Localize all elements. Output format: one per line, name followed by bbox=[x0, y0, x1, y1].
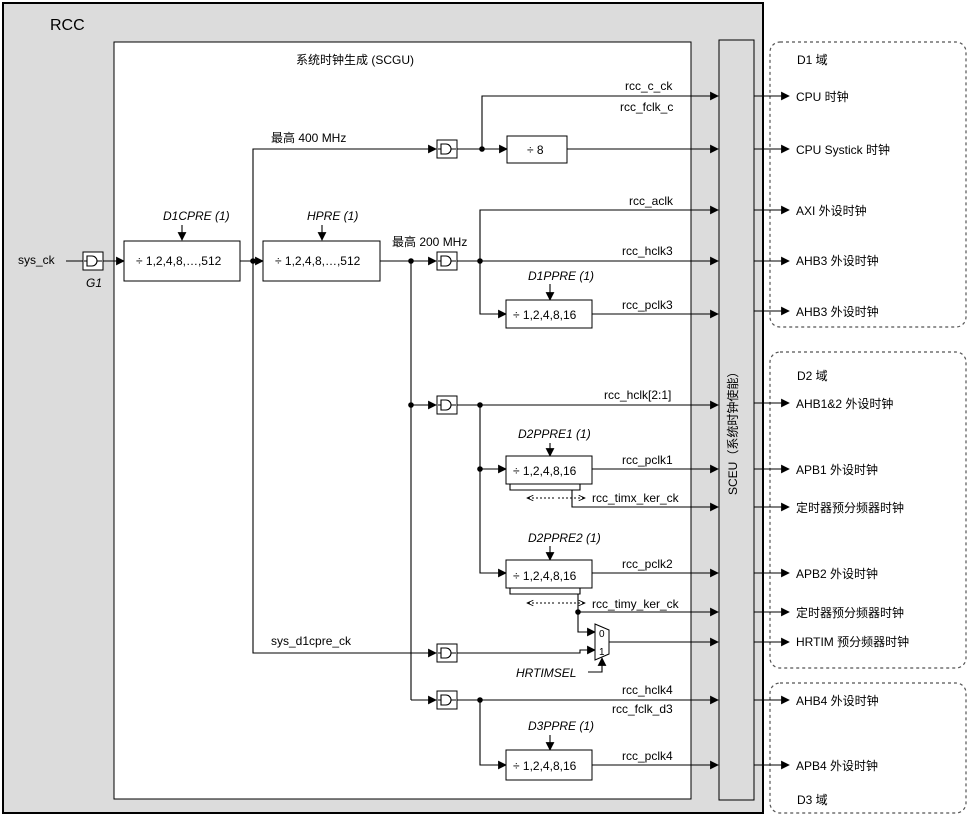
g1-label: G1 bbox=[86, 276, 102, 290]
rcc-pclk4-label: rcc_pclk4 bbox=[622, 749, 673, 763]
clock-gate-cpu bbox=[436, 139, 458, 159]
output-axi: AXI 外设时钟 bbox=[796, 203, 867, 218]
div8-text: ÷ 8 bbox=[527, 143, 544, 157]
d3ppre-divider-text: ÷ 1,2,4,8,16 bbox=[513, 759, 577, 773]
d2ppre2-divider bbox=[505, 559, 593, 589]
mux-input-1: 1 bbox=[599, 647, 605, 658]
sys-ck-label: sys_ck bbox=[18, 253, 56, 267]
d2-domain-frame bbox=[769, 351, 967, 669]
hpre-divider bbox=[262, 240, 381, 282]
output-hrtim: HRTIM 预分频器时钟 bbox=[796, 634, 909, 649]
rcc-aclk-label: rcc_aclk bbox=[629, 194, 674, 208]
d2ppre2-label: D2PPRE2 (1) bbox=[528, 531, 601, 545]
output-apb4: APB4 外设时钟 bbox=[796, 758, 878, 773]
d3ppre-label: D3PPRE (1) bbox=[528, 719, 594, 733]
rcc-c-ck-label: rcc_c_ck bbox=[625, 79, 673, 93]
sceu-label: SCEU（系统时钟使能） bbox=[725, 366, 740, 495]
mux-input-0: 0 bbox=[599, 629, 605, 640]
output-ahb3-a: AHB3 外设时钟 bbox=[796, 253, 879, 268]
max-200mhz-label: 最高 200 MHz bbox=[392, 234, 467, 249]
rcc-hclk21-label: rcc_hclk[2:1] bbox=[604, 388, 671, 402]
clock-gate-hrtim bbox=[436, 643, 458, 663]
d1cpre-label: D1CPRE (1) bbox=[163, 209, 230, 223]
d2-domain-label: D2 域 bbox=[797, 369, 828, 383]
output-ahb4: AHB4 外设时钟 bbox=[796, 693, 879, 708]
d2ppre2-divider-text: ÷ 1,2,4,8,16 bbox=[513, 569, 577, 583]
hrtimsel-label: HRTIMSEL bbox=[516, 666, 576, 680]
d1cpre-divider-text: ÷ 1,2,4,8,…,512 bbox=[136, 254, 222, 268]
rcc-hclk4-label: rcc_hclk4 bbox=[622, 683, 673, 697]
clock-gate-d3 bbox=[436, 690, 458, 710]
hrtim-mux bbox=[594, 623, 610, 661]
output-tim-prescaler-2: 定时器预分频器时钟 bbox=[796, 605, 904, 620]
div8-divider bbox=[506, 135, 568, 164]
rcc-timy-label: rcc_timy_ker_ck bbox=[592, 597, 680, 611]
clock-gate-d1 bbox=[436, 251, 458, 271]
d3ppre-divider bbox=[505, 749, 593, 781]
sys-d1cpre-ck-label: sys_d1cpre_ck bbox=[271, 634, 352, 648]
output-ahb3-b: AHB3 外设时钟 bbox=[796, 304, 879, 319]
output-ahb12: AHB1&2 外设时钟 bbox=[796, 396, 893, 411]
rcc-pclk3-label: rcc_pclk3 bbox=[622, 298, 673, 312]
scgu-block bbox=[113, 41, 692, 800]
max-400mhz-label: 最高 400 MHz bbox=[271, 130, 346, 145]
rcc-pclk1-label: rcc_pclk1 bbox=[622, 453, 673, 467]
rcc-timx-label: rcc_timx_ker_ck bbox=[592, 491, 680, 505]
output-apb2: APB2 外设时钟 bbox=[796, 566, 878, 581]
output-tim-prescaler-1: 定时器预分频器时钟 bbox=[796, 500, 904, 515]
rcc-title: RCC bbox=[50, 17, 85, 34]
d1cpre-divider bbox=[123, 240, 241, 282]
rcc-pclk2-label: rcc_pclk2 bbox=[622, 557, 673, 571]
clock-gate-d2 bbox=[436, 395, 458, 415]
output-cpu: CPU 时钟 bbox=[796, 89, 849, 104]
sceu-block bbox=[718, 39, 755, 801]
hpre-label: HPRE (1) bbox=[307, 209, 358, 223]
output-systick: CPU Systick 时钟 bbox=[796, 142, 890, 157]
d2ppre1-label: D2PPRE1 (1) bbox=[518, 427, 591, 441]
clock-gate-g1 bbox=[82, 251, 104, 271]
rcc-fclk-d3-label: rcc_fclk_d3 bbox=[612, 702, 673, 716]
d3-domain-frame bbox=[769, 682, 967, 814]
rcc-hclk3-label: rcc_hclk3 bbox=[622, 244, 673, 258]
rcc-fclk-c-label: rcc_fclk_c bbox=[620, 100, 673, 114]
hpre-divider-text: ÷ 1,2,4,8,…,512 bbox=[275, 254, 361, 268]
d2ppre1-divider bbox=[505, 455, 593, 485]
d2ppre1-divider-text: ÷ 1,2,4,8,16 bbox=[513, 464, 577, 478]
d1-domain-frame bbox=[769, 41, 967, 328]
output-arrows bbox=[754, 91, 790, 770]
output-apb1: APB1 外设时钟 bbox=[796, 462, 878, 477]
scgu-title: 系统时钟生成 (SCGU) bbox=[296, 52, 414, 67]
d1ppre-label: D1PPRE (1) bbox=[528, 269, 594, 283]
d3-domain-label: D3 域 bbox=[797, 793, 828, 807]
d1-domain-label: D1 域 bbox=[797, 53, 828, 67]
d1ppre-divider-text: ÷ 1,2,4,8,16 bbox=[513, 308, 577, 322]
